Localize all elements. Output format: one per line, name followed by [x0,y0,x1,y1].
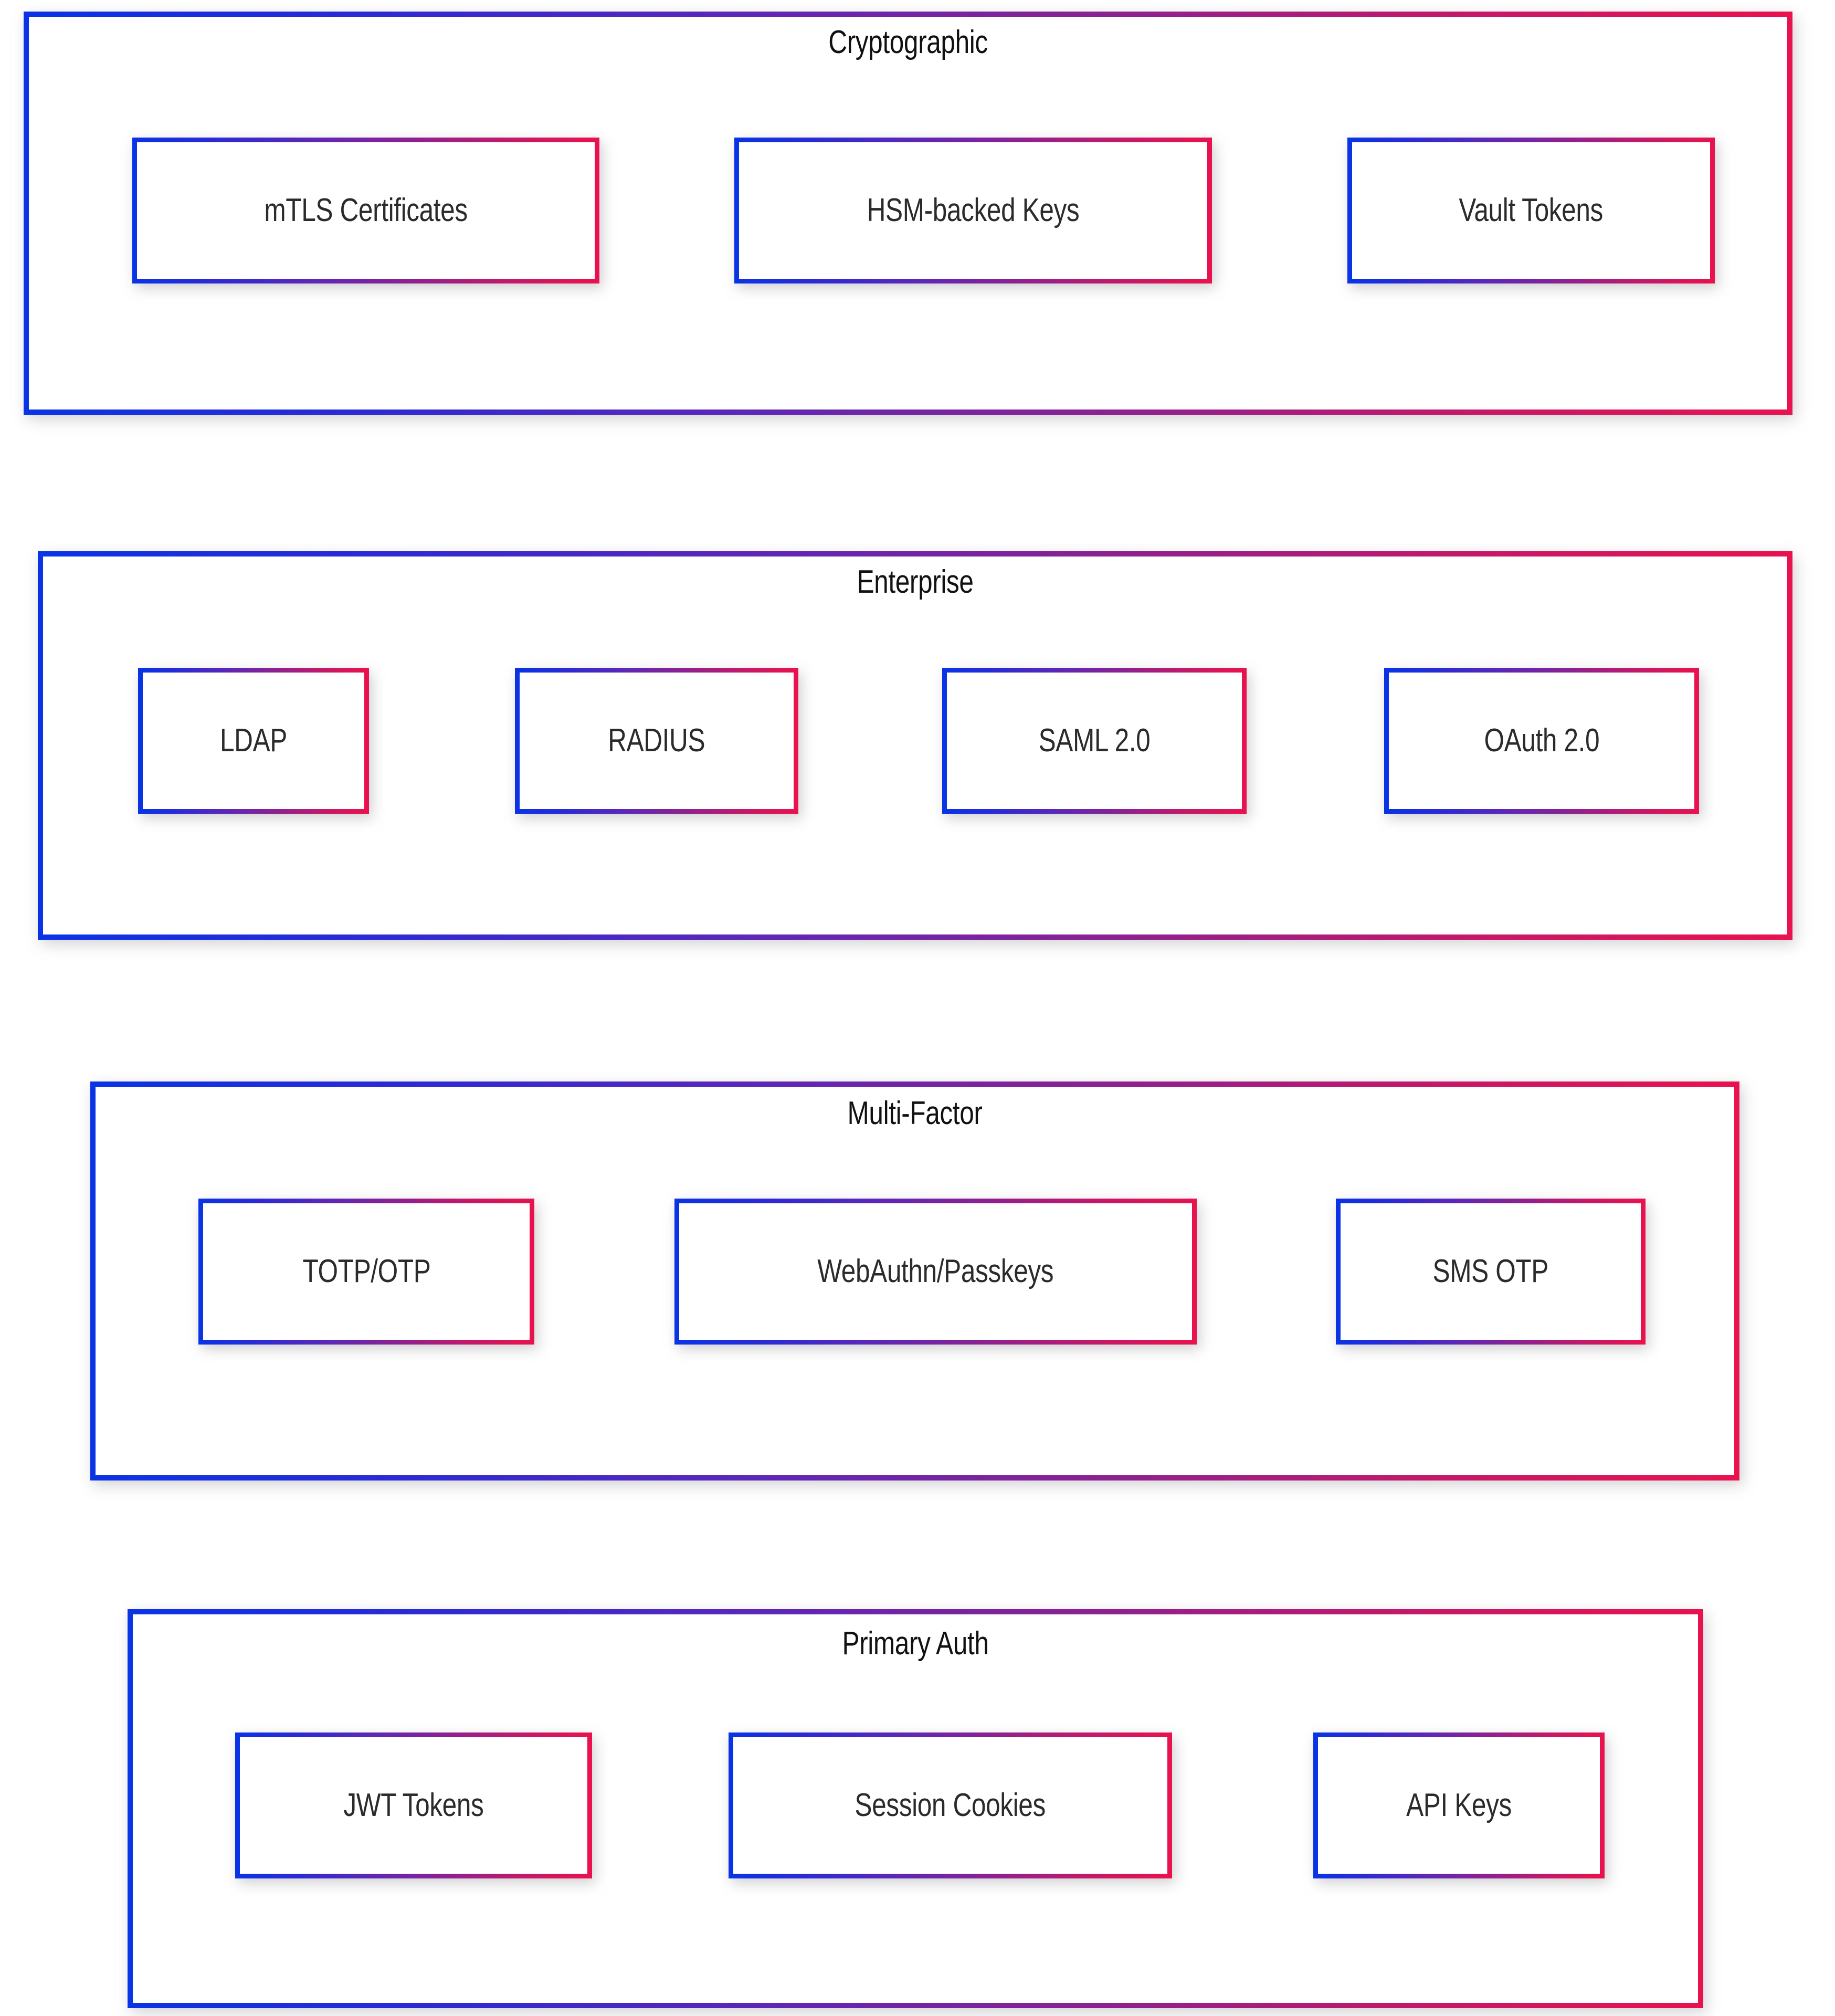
node-oauth-2-0[interactable]: OAuth 2.0 [1384,668,1699,814]
node-label-hsm-backed-keys: HSM-backed Keys [867,192,1080,228]
node-label-api-keys: API Keys [1406,1787,1512,1823]
node-label-oauth-2-0: OAuth 2.0 [1484,722,1599,759]
node-label-sms-otp: SMS OTP [1432,1253,1549,1289]
group-title-multi-factor: Multi-Factor [847,1095,983,1131]
node-hsm-backed-keys[interactable]: HSM-backed Keys [734,138,1212,284]
node-vault-tokens[interactable]: Vault Tokens [1347,138,1715,284]
node-label-vault-tokens: Vault Tokens [1459,192,1604,228]
node-webauthn-passkeys[interactable]: WebAuthn/Passkeys [674,1199,1197,1345]
node-label-webauthn-passkeys: WebAuthn/Passkeys [817,1253,1054,1289]
group-title-enterprise: Enterprise [857,564,974,600]
group-title-primary-auth: Primary Auth [842,1625,989,1662]
node-label-saml-2-0: SAML 2.0 [1038,722,1151,759]
node-saml-2-0[interactable]: SAML 2.0 [942,668,1247,814]
node-label-session-cookies: Session Cookies [855,1787,1046,1823]
node-radius[interactable]: RADIUS [515,668,798,814]
node-ldap[interactable]: LDAP [138,668,369,814]
group-title-cryptographic: Cryptographic [828,24,988,60]
node-sms-otp[interactable]: SMS OTP [1336,1199,1646,1345]
node-label-mtls-certificates: mTLS Certificates [264,192,468,228]
node-mtls-certificates[interactable]: mTLS Certificates [132,138,599,284]
node-label-ldap: LDAP [220,722,287,759]
node-session-cookies[interactable]: Session Cookies [729,1732,1172,1878]
node-totp-otp[interactable]: TOTP/OTP [198,1199,534,1345]
node-label-jwt-tokens: JWT Tokens [343,1787,484,1823]
node-api-keys[interactable]: API Keys [1313,1732,1605,1878]
node-label-totp-otp: TOTP/OTP [302,1253,430,1289]
node-label-radius: RADIUS [608,722,705,759]
node-jwt-tokens[interactable]: JWT Tokens [235,1732,592,1878]
